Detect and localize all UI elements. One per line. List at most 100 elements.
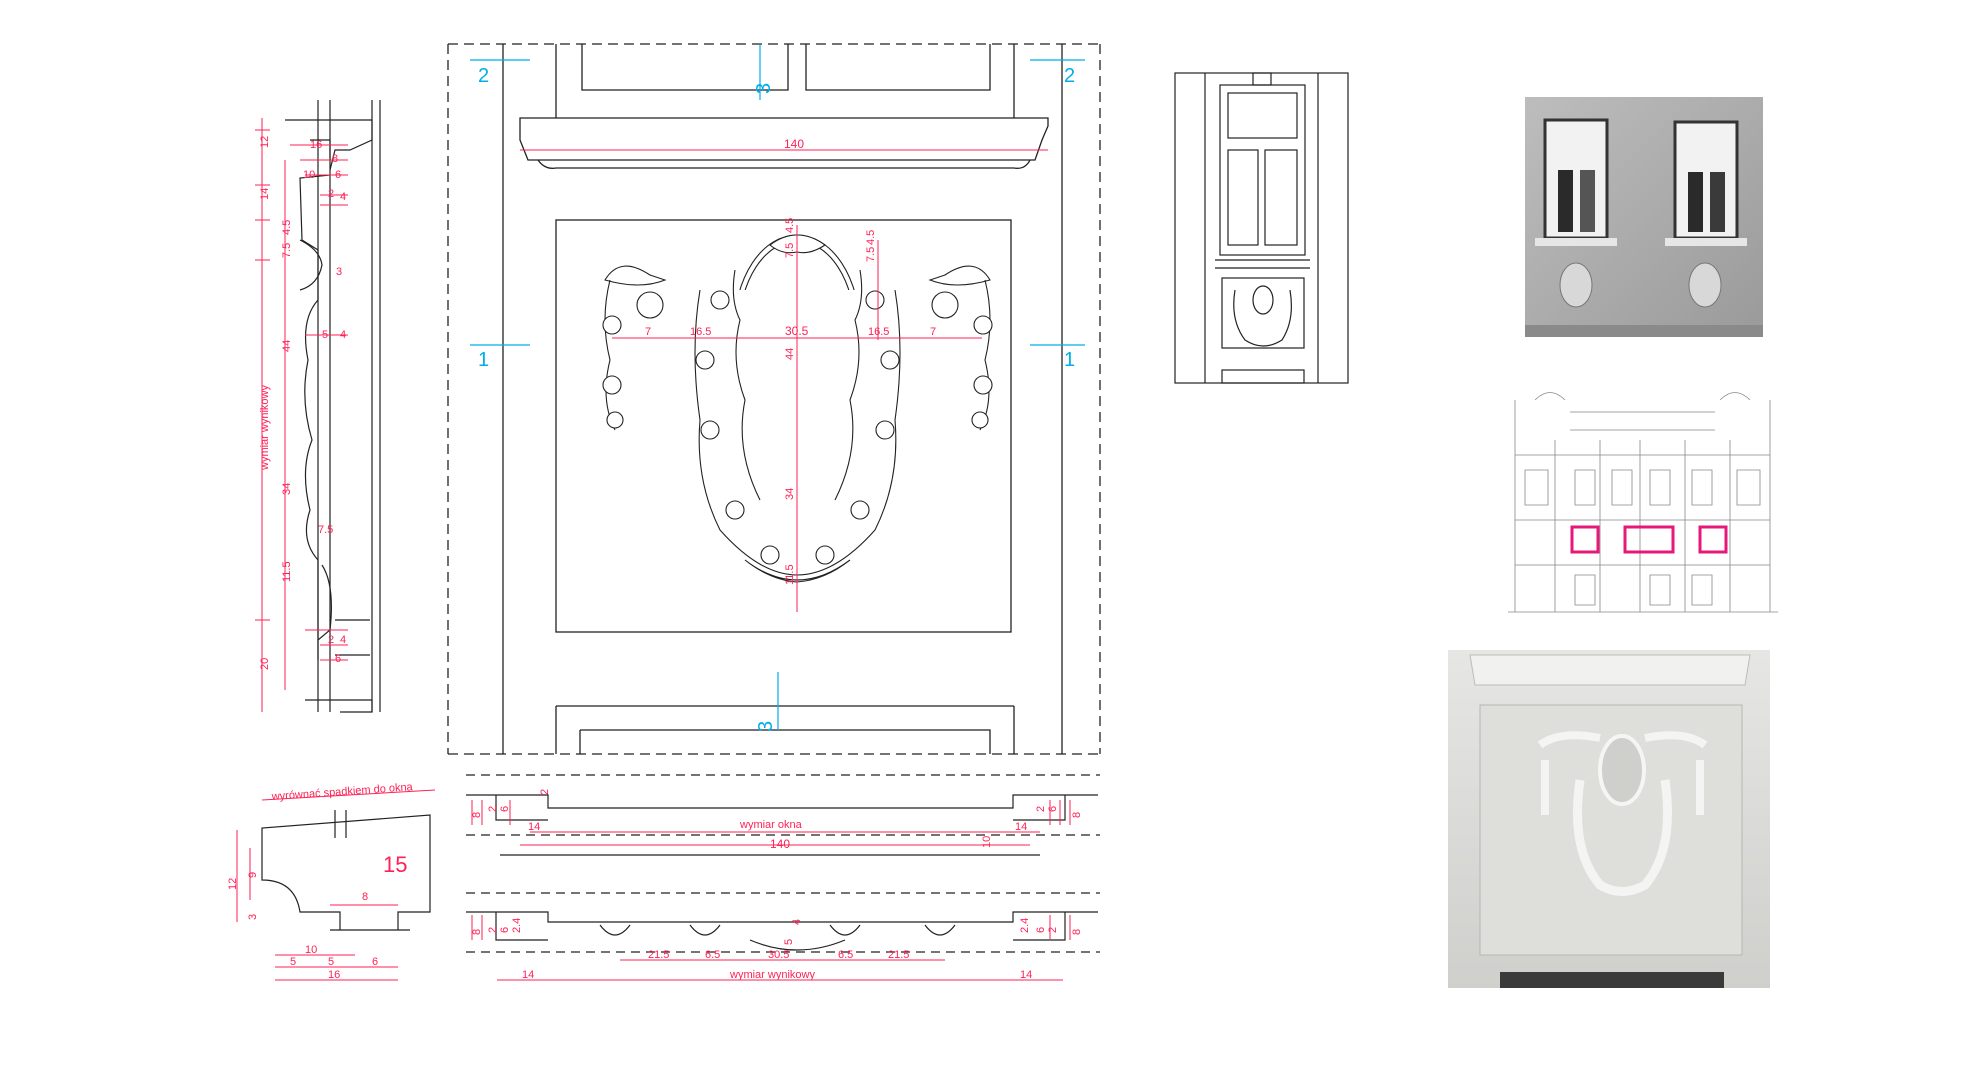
- profile-vertical-dims: 12 14 4.5 7.5 44 34 11.5 20 wymiar wynik…: [259, 136, 293, 670]
- profile-dim-v: 11.5: [281, 561, 293, 582]
- plan-dim: 6: [499, 927, 511, 933]
- section-marker: 1: [478, 349, 489, 371]
- segment-dim: 21.5: [648, 949, 669, 961]
- segment-dim: 6.5: [705, 949, 720, 961]
- cornice-profile-labels: wyrównać spadkiem do okna 15 12 9 3 8 10…: [227, 781, 414, 981]
- profile-dim-v: 7.5: [281, 243, 293, 258]
- profile-section: [285, 100, 381, 713]
- facade-photo-bw: [1525, 97, 1763, 337]
- cornice-width-dim: 140: [784, 137, 804, 151]
- plan-small-dim: 4: [791, 919, 803, 925]
- profile-dim-h: 10: [303, 169, 315, 181]
- cornice-dim-v: 12: [227, 878, 239, 890]
- plan-small-dim: 5: [783, 939, 795, 945]
- window-sill-dim-labels: 8 2 6 2 2 6 8 wymiar okna 140 14 14 10: [471, 789, 1083, 851]
- window-sill-dims: [471, 800, 1071, 846]
- side-dim: 7: [645, 326, 651, 338]
- sill-dim: 2: [1035, 806, 1047, 812]
- facade-line-drawing: [1508, 392, 1778, 613]
- sill-offset: 14: [1015, 821, 1027, 833]
- section-markers: 2 2 3 1 1 3: [470, 45, 1085, 732]
- cornice-dim-h: 6: [372, 956, 378, 968]
- cornice-dim-h: 5: [290, 956, 296, 968]
- profile-dim-h: 2: [328, 188, 334, 200]
- cornice-profile-dims: [236, 789, 436, 981]
- plan-overall-label: wymiar wynikowy: [729, 969, 815, 981]
- profile-dim-h: 4: [340, 634, 346, 646]
- bottom-plan-dims: [471, 915, 1071, 981]
- plan-offset: 14: [1020, 969, 1032, 981]
- profile-dim-h: 5: [322, 329, 328, 341]
- profile-dim-lines: [255, 118, 348, 712]
- profile-dim-h: 16: [310, 139, 322, 151]
- vertical-dim: 11.5: [784, 564, 796, 585]
- profile-dim-h: 4: [340, 329, 346, 341]
- cornice-note: wyrównać spadkiem do okna: [270, 781, 414, 803]
- segment-dim: 30.5: [768, 949, 789, 961]
- cornice-dim-h: 8: [362, 891, 368, 903]
- window-sill-plan: [466, 774, 1100, 856]
- profile-dim-h: 2: [328, 634, 334, 646]
- facade-highlight-boxes: [1570, 525, 1728, 554]
- profile-dim-h: 8: [332, 153, 338, 165]
- profile-dim-h: 6: [335, 169, 341, 181]
- sill-depth: 10: [981, 836, 993, 848]
- bottom-plan: [466, 892, 1100, 953]
- sill-offset: 14: [528, 821, 540, 833]
- segment-dim: 6.5: [838, 949, 853, 961]
- main-dim-lines: [520, 149, 1048, 612]
- bottom-plan-labels: 8 2 6 2.4 2.4 6 2 8 21.5 6.5 30.5 6.5 21…: [471, 918, 1083, 981]
- overall-dim-label: wymiar wynikowy: [259, 385, 271, 471]
- section-marker: 2: [1064, 65, 1075, 87]
- sill-dim: 8: [1071, 812, 1083, 818]
- plan-dim: 6: [1035, 927, 1047, 933]
- profile-dim-h: 3: [336, 266, 342, 278]
- section-marker: 2: [478, 65, 489, 87]
- plan-dim: 2.4: [511, 918, 523, 933]
- sill-dim: 2: [487, 806, 499, 812]
- sill-dim: 2: [539, 789, 551, 795]
- side-dim: 16.5: [690, 326, 711, 338]
- profile-dim-v: 14: [259, 188, 271, 200]
- window-width-dim: 140: [770, 837, 790, 851]
- section-marker: 1: [1064, 349, 1075, 371]
- plan-dim: 2: [1047, 927, 1059, 933]
- plan-dim: 8: [1071, 929, 1083, 935]
- cornice-dim-v: 9: [247, 872, 259, 878]
- cornice-dim-h: 5: [328, 956, 334, 968]
- vertical-dim: 4.5: [865, 230, 877, 245]
- segment-dim: 21.5: [888, 949, 909, 961]
- profile-dim-h: 4: [340, 191, 346, 203]
- profile-dim-h: 7.5: [318, 524, 333, 536]
- main-dimension-labels: 140 30.5 7 16.5 16.5 7 4.5 7.5 44 34 11.…: [645, 137, 936, 585]
- oval-width-dim: 30.5: [785, 324, 809, 338]
- cornice-dim-h: 16: [328, 969, 340, 981]
- cornice-dim-v: 3: [247, 914, 259, 920]
- side-dim: 7: [930, 326, 936, 338]
- main-elevation: [447, 43, 1101, 755]
- sill-dim: 8: [471, 812, 483, 818]
- profile-horizontal-dims: 16 8 10 6 2 4 3 5 4 7.5 2 4 6: [303, 139, 346, 665]
- plan-dim: 2.4: [1019, 918, 1031, 933]
- side-dim: 16.5: [868, 326, 889, 338]
- vertical-dim: 34: [784, 488, 796, 500]
- sill-dim: 6: [1047, 806, 1059, 812]
- vertical-dim: 4.5: [784, 218, 796, 233]
- vertical-dim: 7.5: [784, 243, 796, 258]
- vertical-dim: 44: [784, 348, 796, 360]
- profile-dim-v: 12: [259, 136, 271, 148]
- sill-dim: 6: [499, 806, 511, 812]
- cornice-dim-h: 10: [305, 944, 317, 956]
- cornice-profile: [261, 810, 431, 931]
- section-marker: 3: [755, 721, 777, 732]
- profile-dim-v: 20: [259, 658, 271, 670]
- restored-relief-photo: [1448, 650, 1770, 988]
- plan-offset: 14: [522, 969, 534, 981]
- profile-dim-v: 44: [281, 340, 293, 352]
- profile-number: 15: [383, 852, 407, 877]
- plan-dim: 2: [487, 927, 499, 933]
- section-marker: 3: [753, 83, 775, 94]
- profile-dim-v: 4.5: [281, 220, 293, 235]
- plan-dim: 8: [471, 929, 483, 935]
